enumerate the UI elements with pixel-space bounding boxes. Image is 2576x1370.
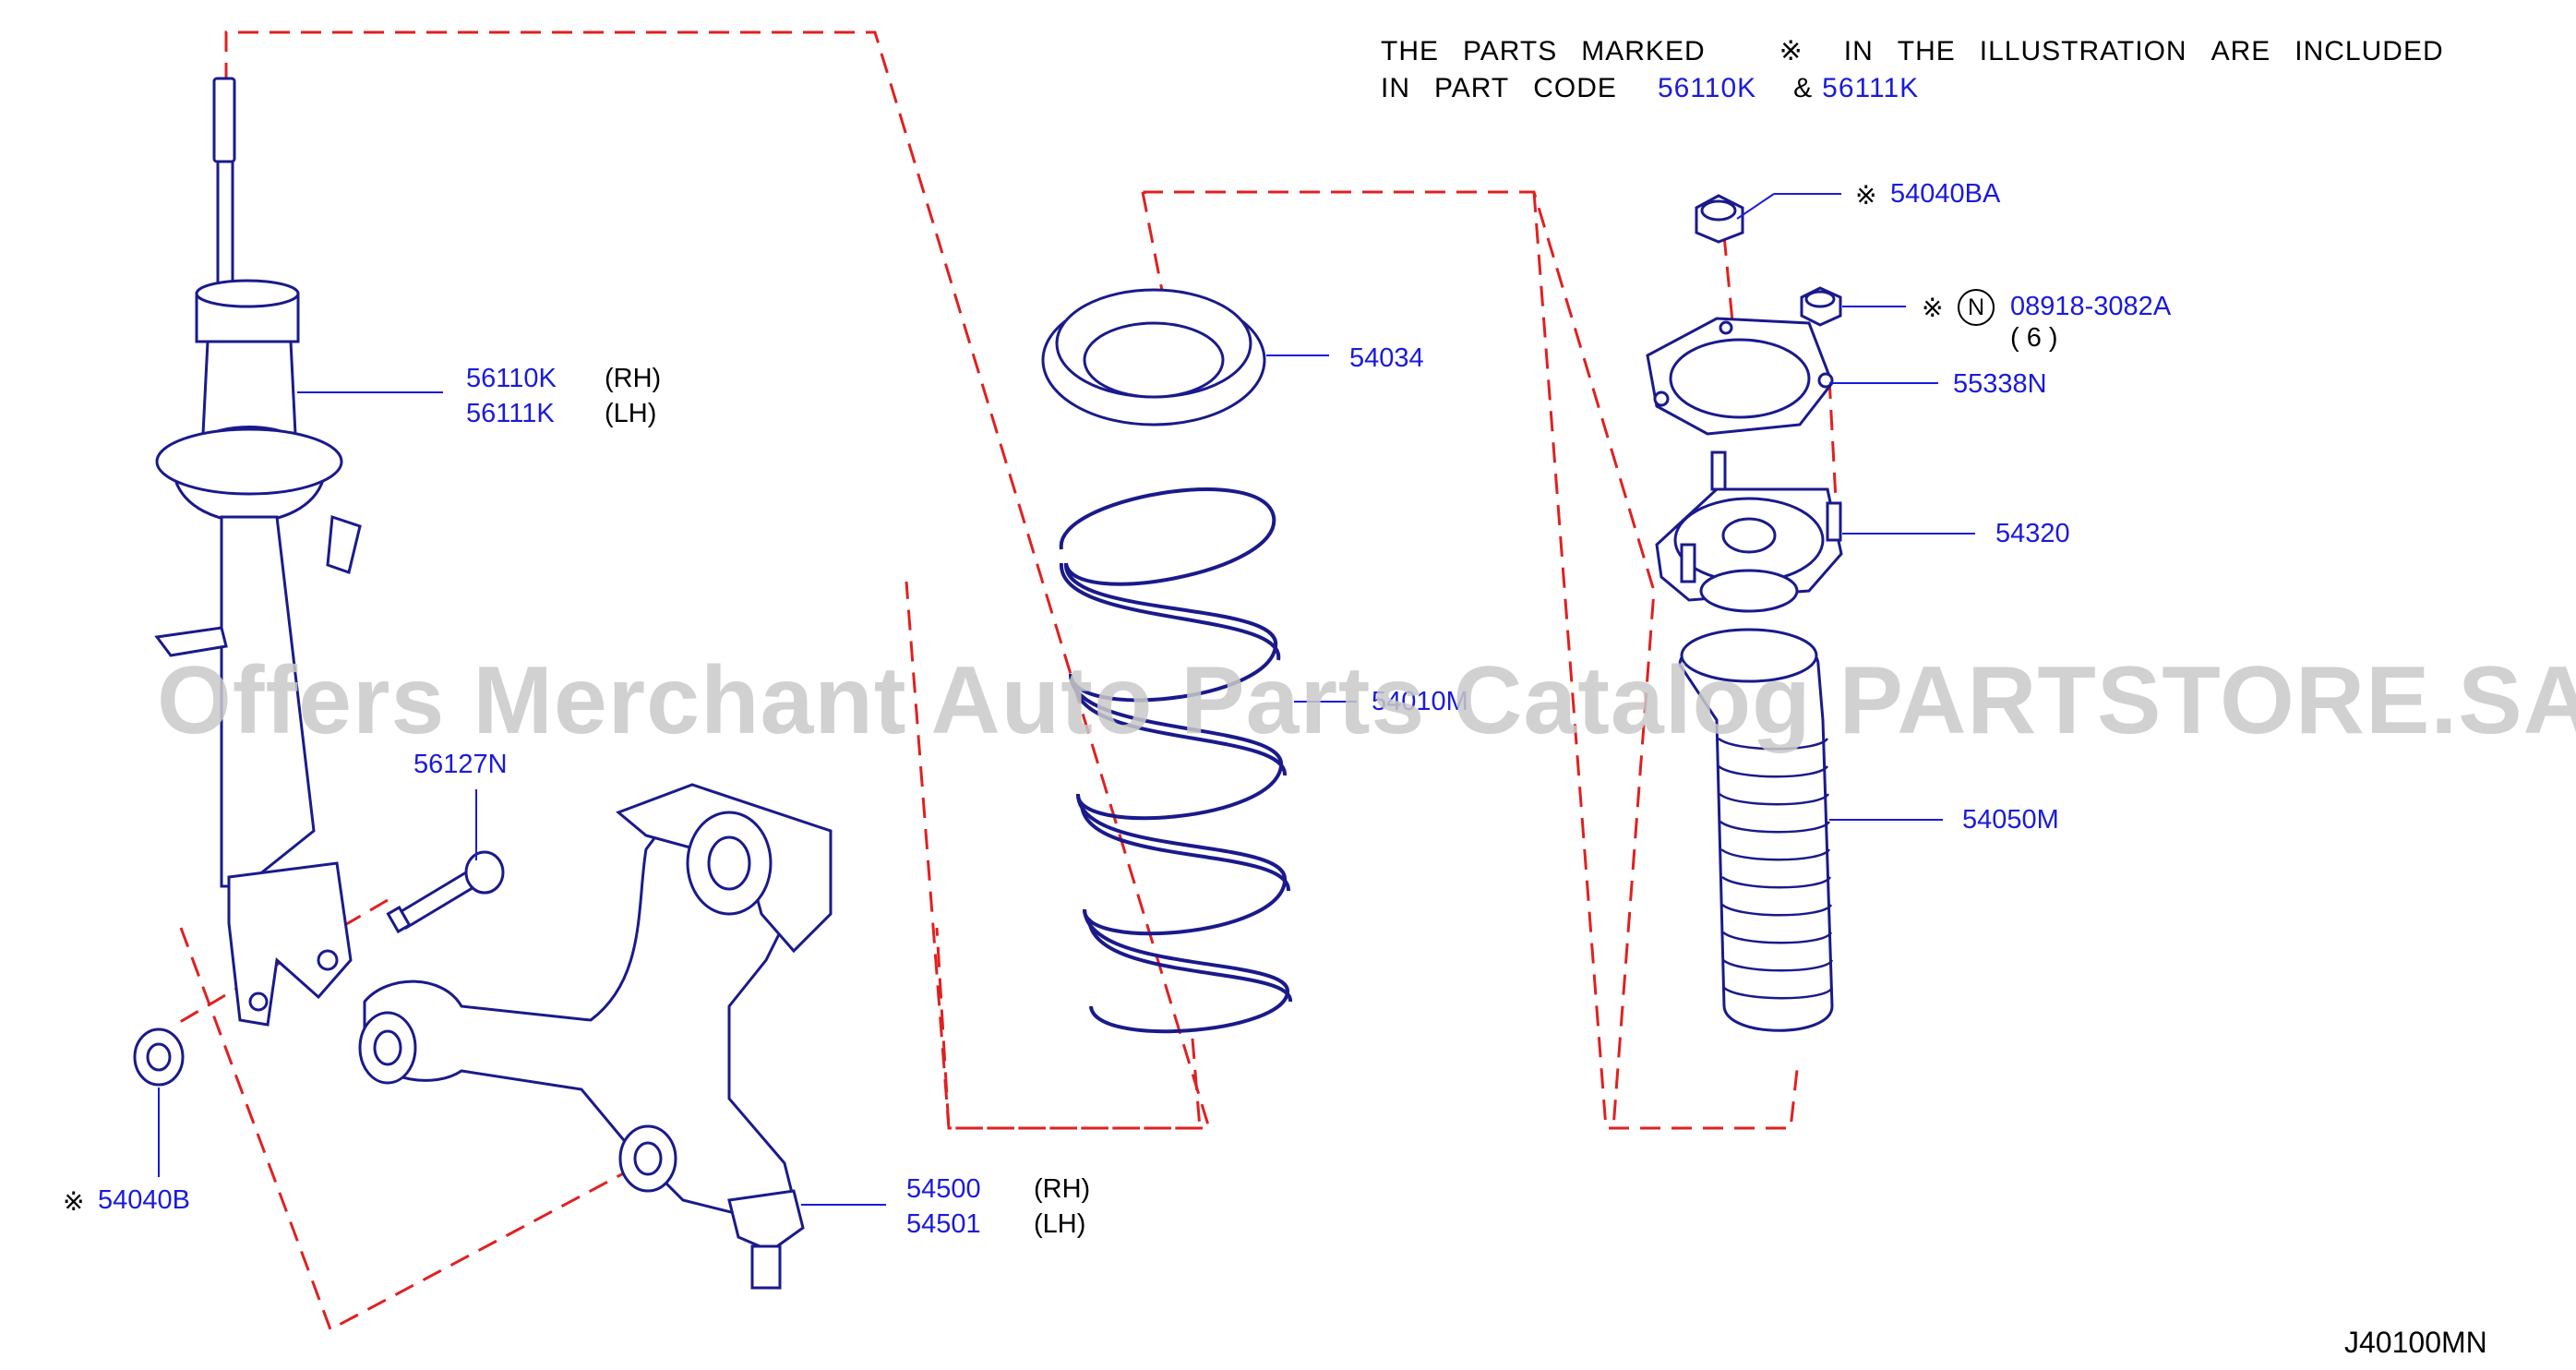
strut-side-rh: (RH) <box>605 364 662 393</box>
strut-guide <box>224 30 875 83</box>
diagram-code: J40100MN <box>2344 1326 2487 1359</box>
note-word: THE <box>1381 36 1439 66</box>
seat-spring-guide <box>1143 190 1656 1130</box>
note-word: INCLUDED <box>2294 36 2444 66</box>
part-link-55338N[interactable]: 55338N <box>1953 369 2047 399</box>
note-mark-symbol: ※ <box>1779 36 1803 66</box>
plate-mount-guide <box>1827 378 1839 518</box>
note-word: PARTS <box>1463 36 1558 66</box>
quantity: ( 6 ) <box>2010 323 2058 353</box>
part-link-54040B[interactable]: 54040B <box>98 1185 190 1215</box>
part-link-56127N[interactable]: 56127N <box>413 750 508 779</box>
rear-bushing-bracket <box>616 783 833 954</box>
nut-08918-3082A-drawing <box>1800 286 1842 327</box>
note-line-2: IN PART CODE 56110K &56111K <box>1381 70 2468 107</box>
part-link-54034[interactable]: 54034 <box>1349 343 1424 373</box>
note-word: ARE <box>2211 36 2271 66</box>
brake-hose-bracket <box>154 626 228 657</box>
ball-joint <box>727 1189 805 1253</box>
coil-spring <box>1059 487 1293 1034</box>
part-link-56111K-strut[interactable]: 56111K <box>466 399 555 428</box>
watermark: Offers Merchant Auto Parts Catalog PARTS… <box>157 647 2576 754</box>
bolt-56127N-drawing <box>386 850 505 934</box>
strut-side-lh: (LH) <box>605 399 657 428</box>
seat-drop <box>1141 191 1167 306</box>
part-link-56110K[interactable]: 56110K <box>1657 73 1757 103</box>
spring-bottom-guide <box>935 927 1202 1130</box>
leader-lines <box>158 193 1975 1206</box>
upper-spring-seat <box>1041 288 1266 427</box>
included-mark: ※ <box>63 1187 85 1216</box>
included-mark: ※ <box>1922 294 1944 322</box>
part-link-56110K-strut[interactable]: 56110K <box>466 364 557 393</box>
included-parts-note: THE PARTS MARKED ※ IN THE ILLUSTRATION ARE INCLU… <box>1381 33 2468 107</box>
note-word: IN <box>1381 73 1410 103</box>
nut-54040B-drawing <box>133 1028 185 1087</box>
lower-control-arm <box>358 783 833 1290</box>
note-ampersand: & <box>1793 73 1814 103</box>
arm-side-lh: (LH) <box>1034 1209 1086 1239</box>
stabilizer-tab <box>326 514 362 574</box>
part-link-54050M[interactable]: 54050M <box>1962 805 2059 835</box>
strut-rod <box>216 160 234 293</box>
nut-54040BA-drawing <box>1695 194 1744 244</box>
note-word: PART <box>1434 73 1510 103</box>
note-word: CODE <box>1533 73 1617 103</box>
part-link-54501[interactable]: 54501 <box>906 1209 981 1239</box>
note-word: ILLUSTRATION <box>1979 36 2187 66</box>
n-symbol-icon: N <box>1958 289 1995 326</box>
note-word: IN <box>1843 36 1874 66</box>
part-link-54320[interactable]: 54320 <box>1995 519 2070 548</box>
note-line-1: THE PARTS MARKED ※ IN THE ILLUSTRATION ARE INCLU… <box>1381 33 2468 70</box>
mounting-plate <box>1646 317 1834 436</box>
part-link-08918-3082A[interactable]: 08918-3082A <box>2010 292 2172 321</box>
strut-mount <box>1655 451 1843 613</box>
note-word: THE <box>1897 36 1956 66</box>
part-link-54500[interactable]: 54500 <box>906 1174 981 1204</box>
assembly-guide-lines <box>174 30 1839 1332</box>
included-mark: ※ <box>1855 181 1877 210</box>
arm-side-rh: (RH) <box>1034 1174 1091 1204</box>
strut-upper-body <box>201 340 297 436</box>
arm-guide <box>179 927 647 1332</box>
part-link-56111K[interactable]: 56111K <box>1822 73 1920 103</box>
note-word: MARKED <box>1581 36 1706 66</box>
part-link-54040BA[interactable]: 54040BA <box>1890 179 2001 209</box>
part-link-54010M[interactable]: 54010M <box>1372 687 1468 716</box>
dust-boot <box>1678 628 1834 1032</box>
strut-knuckle-bracket <box>227 861 353 1027</box>
strut-assembly <box>154 77 362 1027</box>
strut-tube <box>220 515 316 888</box>
strut-rod-thread <box>212 77 236 163</box>
